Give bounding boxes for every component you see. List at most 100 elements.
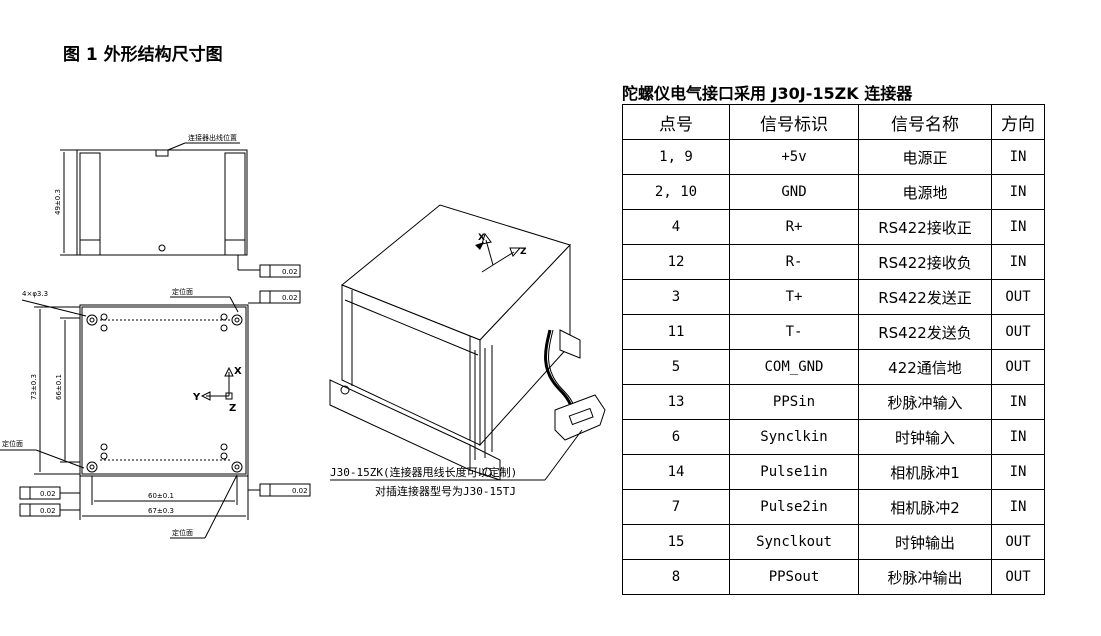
pin-number-cell: 15 bbox=[622, 524, 730, 560]
signal-id-cell: Pulse1in bbox=[729, 454, 859, 490]
header-pin-number: 点号 bbox=[622, 104, 730, 140]
pin-number-cell: 6 bbox=[622, 419, 730, 455]
header-signal-name: 信号名称 bbox=[858, 104, 992, 140]
signal-name-cell: 电源正 bbox=[858, 139, 992, 175]
signal-name-cell: RS422接收正 bbox=[858, 209, 992, 245]
signal-name-cell: RS422接收负 bbox=[858, 244, 992, 280]
pin-number-cell: 7 bbox=[622, 489, 730, 525]
isometric-view bbox=[329, 204, 606, 481]
flatness-label-4: 0.02 bbox=[40, 507, 56, 515]
signal-name-cell: 秒脉冲输出 bbox=[858, 559, 992, 595]
locating-face-label-top: 定位面 bbox=[172, 287, 193, 296]
connector-note-2: 对插连接器型号为J30-15TJ bbox=[375, 484, 516, 498]
axis-x-label: X bbox=[234, 366, 242, 377]
locating-face-label-left: 定位面 bbox=[2, 439, 23, 448]
iso-axis-z-label: Z bbox=[520, 247, 527, 257]
pin-number-cell: 1, 9 bbox=[622, 139, 730, 175]
figure-title: 图 1 外形结构尺寸图 bbox=[63, 45, 223, 65]
connector-exit-label: 连接器出线位置 bbox=[188, 133, 237, 142]
pin-number-cell: 2, 10 bbox=[622, 174, 730, 210]
signal-name-cell: RS422发送负 bbox=[858, 314, 992, 350]
dim-73-label: 73±0.3 bbox=[30, 374, 38, 400]
direction-cell: IN bbox=[991, 419, 1045, 455]
signal-id-cell: PPSin bbox=[729, 384, 859, 420]
signal-id-cell: Synclkin bbox=[729, 419, 859, 455]
signal-id-cell: R- bbox=[729, 244, 859, 280]
signal-name-cell: RS422发送正 bbox=[858, 279, 992, 315]
pin-number-cell: 5 bbox=[622, 349, 730, 385]
direction-cell: OUT bbox=[991, 524, 1045, 560]
signal-name-cell: 相机脉冲2 bbox=[858, 489, 992, 525]
axis-z-label: Z bbox=[229, 403, 236, 414]
flatness-label-3: 0.02 bbox=[40, 490, 56, 498]
signal-id-cell: GND bbox=[729, 174, 859, 210]
signal-name-cell: 时钟输入 bbox=[858, 419, 992, 455]
top-view-body bbox=[81, 306, 247, 475]
locating-face-label-bottom: 定位面 bbox=[172, 528, 193, 537]
pin-number-cell: 11 bbox=[622, 314, 730, 350]
outline-drawing: 连接器出线位置 49±0.3 0.02 4×φ3.3 定位面 0.02 73±0… bbox=[0, 133, 606, 539]
direction-cell: IN bbox=[991, 489, 1045, 525]
dim-60-label: 60±0.1 bbox=[148, 492, 174, 500]
direction-cell: OUT bbox=[991, 279, 1045, 315]
signal-id-cell: COM_GND bbox=[729, 349, 859, 385]
direction-cell: IN bbox=[991, 244, 1045, 280]
direction-cell: OUT bbox=[991, 314, 1045, 350]
signal-id-cell: PPSout bbox=[729, 559, 859, 595]
dim-66-label: 66±0.1 bbox=[55, 374, 63, 400]
pin-number-cell: 8 bbox=[622, 559, 730, 595]
direction-cell: OUT bbox=[991, 559, 1045, 595]
side-view-body bbox=[76, 149, 248, 256]
flatness-label-5: 0.02 bbox=[292, 487, 308, 495]
connector-note-1: J30-15ZK(连接器甩线长度可以定制) bbox=[330, 465, 517, 479]
signal-name-cell: 电源地 bbox=[858, 174, 992, 210]
table-header-row: 点号 信号标识 信号名称 方向 bbox=[622, 104, 1045, 140]
axis-y-label: Y bbox=[192, 392, 201, 403]
iso-axis-x-label: X bbox=[478, 233, 485, 243]
signal-name-cell: 秒脉冲输入 bbox=[858, 384, 992, 420]
signal-name-cell: 422通信地 bbox=[858, 349, 992, 385]
flatness-label-1: 0.02 bbox=[282, 268, 298, 276]
signal-name-cell: 相机脉冲1 bbox=[858, 454, 992, 490]
hole-spec-label: 4×φ3.3 bbox=[22, 290, 48, 298]
direction-cell: IN bbox=[991, 139, 1045, 175]
signal-id-cell: R+ bbox=[729, 209, 859, 245]
table-title: 陀螺仪电气接口采用 J30J-15ZK 连接器 bbox=[622, 84, 913, 103]
pin-number-cell: 14 bbox=[622, 454, 730, 490]
pin-number-cell: 13 bbox=[622, 384, 730, 420]
signal-id-cell: Pulse2in bbox=[729, 489, 859, 525]
pin-number-cell: 4 bbox=[622, 209, 730, 245]
signal-id-cell: Synclkout bbox=[729, 524, 859, 560]
height-dim-label: 49±0.3 bbox=[54, 189, 62, 215]
pin-number-cell: 12 bbox=[622, 244, 730, 280]
signal-id-cell: T+ bbox=[729, 279, 859, 315]
dim-67-label: 67±0.3 bbox=[148, 507, 174, 515]
direction-cell: IN bbox=[991, 384, 1045, 420]
direction-cell: IN bbox=[991, 454, 1045, 490]
direction-cell: IN bbox=[991, 209, 1045, 245]
direction-cell: IN bbox=[991, 174, 1045, 210]
signal-name-cell: 时钟输出 bbox=[858, 524, 992, 560]
signal-id-cell: +5v bbox=[729, 139, 859, 175]
header-signal-id: 信号标识 bbox=[729, 104, 859, 140]
direction-cell: OUT bbox=[991, 349, 1045, 385]
flatness-label-2: 0.02 bbox=[282, 294, 298, 302]
header-direction: 方向 bbox=[991, 104, 1045, 140]
pin-number-cell: 3 bbox=[622, 279, 730, 315]
signal-id-cell: T- bbox=[729, 314, 859, 350]
